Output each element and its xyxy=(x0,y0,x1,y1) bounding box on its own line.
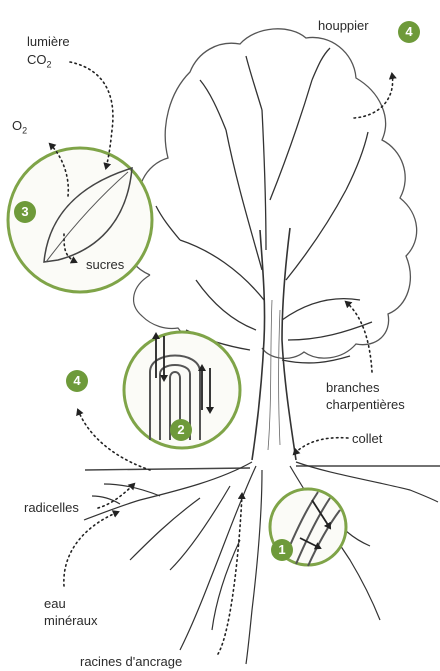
o2-label-base: O xyxy=(12,118,22,133)
anchor-roots-label: racines d'ancrage xyxy=(80,654,182,670)
crown-label: houppier xyxy=(318,18,369,34)
minerals-label: minéraux xyxy=(44,613,97,629)
rootlets-arrow xyxy=(98,484,134,508)
sugars-label: sucres xyxy=(86,257,124,273)
badge-1: 1 xyxy=(271,539,293,561)
anchor-arrow xyxy=(218,494,242,654)
o2-label-sub: 2 xyxy=(22,126,27,136)
roots xyxy=(84,462,438,664)
trunk-bark-lines xyxy=(268,300,280,450)
badge-3: 3 xyxy=(14,201,36,223)
ground-line xyxy=(85,466,440,470)
trunk xyxy=(252,228,296,460)
co2-label-sub: 2 xyxy=(47,60,52,70)
rootlets-label: radicelles xyxy=(24,500,79,516)
water-arrow xyxy=(64,512,118,586)
branches-arrow xyxy=(346,302,372,372)
badge-2: 2 xyxy=(170,419,192,441)
o2-label: O2 xyxy=(12,118,27,139)
water-label: eau xyxy=(44,596,66,612)
collar-label: collet xyxy=(352,431,382,447)
co2-label-base: CO xyxy=(27,52,47,67)
badge-4-crown: 4 xyxy=(398,21,420,43)
main-branches-label: branches xyxy=(326,380,379,396)
light-label: lumière xyxy=(27,34,70,50)
collar-arrow xyxy=(294,438,348,454)
co2-label: CO2 xyxy=(27,52,52,73)
badge-4-roots: 4 xyxy=(66,370,88,392)
main-branches-label-2: charpentières xyxy=(326,397,405,413)
crown-outline xyxy=(126,29,417,359)
